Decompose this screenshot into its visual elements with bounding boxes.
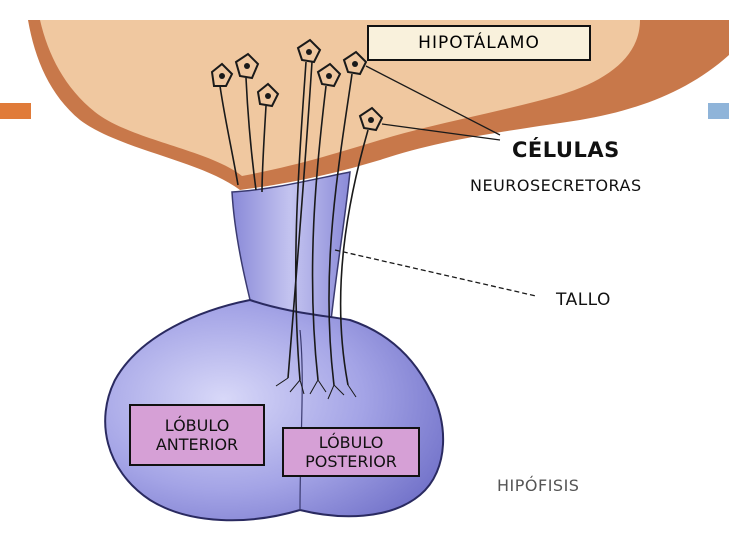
label-neurosecretoras: NEUROSECRETORAS: [470, 176, 642, 195]
pointer-lines: [334, 65, 537, 297]
pituitary-stalk: [231, 171, 351, 341]
accent-bar-left: [0, 103, 31, 119]
label-hipotalamo: HIPOTÁLAMO: [367, 25, 591, 61]
label-lobulo-anterior-line1: LÓBULO: [164, 416, 230, 435]
accent-bar-right: [708, 103, 729, 119]
label-lobulo-anterior-line2: ANTERIOR: [155, 435, 239, 454]
label-tallo: TALLO: [556, 290, 611, 310]
pointer-celulas-2: [381, 123, 501, 141]
axon-terminals: [275, 377, 357, 400]
label-lobulo-posterior-line2: POSTERIOR: [305, 452, 397, 471]
pointer-tallo: [334, 249, 537, 297]
axons: [219, 61, 369, 386]
label-lobulo-posterior-line1: LÓBULO: [318, 433, 384, 452]
pointer-celulas-1: [365, 65, 501, 136]
neuron-nuclei: [219, 49, 374, 123]
label-hipofisis: HIPÓFISIS: [497, 476, 580, 495]
lobe-divider: [299, 329, 303, 511]
label-lobulo-anterior: LÓBULO ANTERIOR: [129, 404, 265, 466]
label-celulas: CÉLULAS: [512, 138, 620, 162]
label-lobulo-posterior: LÓBULO POSTERIOR: [282, 427, 420, 477]
